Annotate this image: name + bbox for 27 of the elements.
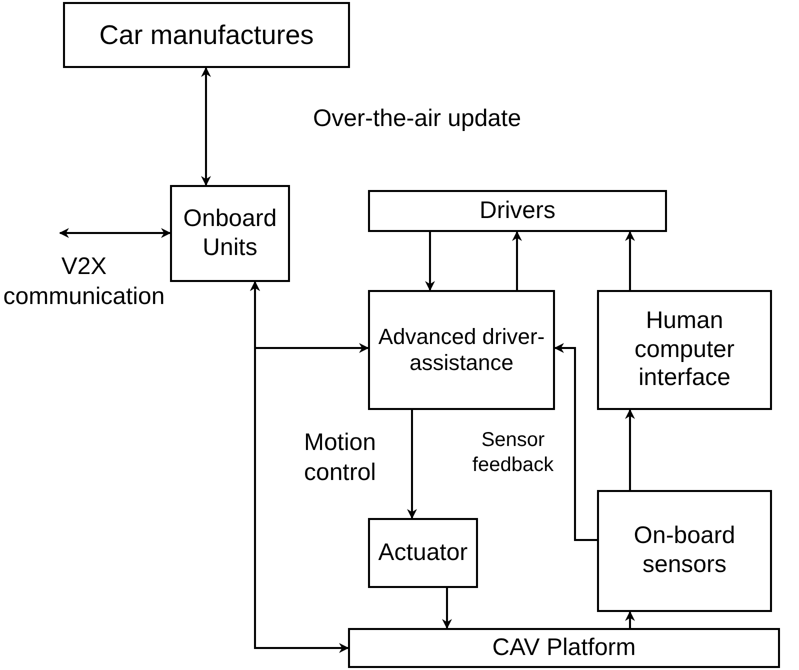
process-box [597, 290, 772, 410]
arrow [425, 232, 435, 291]
arrow [201, 67, 211, 186]
arrow [407, 410, 417, 519]
box-label: Advanced driver-assistance [377, 324, 546, 376]
arrow [59, 228, 171, 238]
process-box [368, 190, 667, 232]
arrow [625, 611, 635, 628]
process-box [63, 2, 350, 68]
box-label: On-board sensors [632, 522, 736, 580]
arrow [625, 231, 635, 290]
box-label: Human computer interface [633, 306, 736, 394]
process-box [368, 290, 555, 410]
process-box [368, 518, 478, 588]
process-box [348, 628, 780, 668]
box-label: Actuator [378, 538, 468, 568]
process-box [170, 185, 290, 282]
arrow [625, 409, 635, 490]
arrow [250, 281, 349, 653]
box-label: Drivers [480, 196, 556, 226]
box-label: Car manufactures [99, 18, 314, 52]
box-label: Onboard Units [182, 204, 278, 262]
arrow [442, 588, 452, 629]
box-label: CAV Platform [492, 634, 636, 662]
process-box [597, 490, 772, 612]
arrow [512, 231, 522, 290]
arrow [554, 343, 597, 541]
